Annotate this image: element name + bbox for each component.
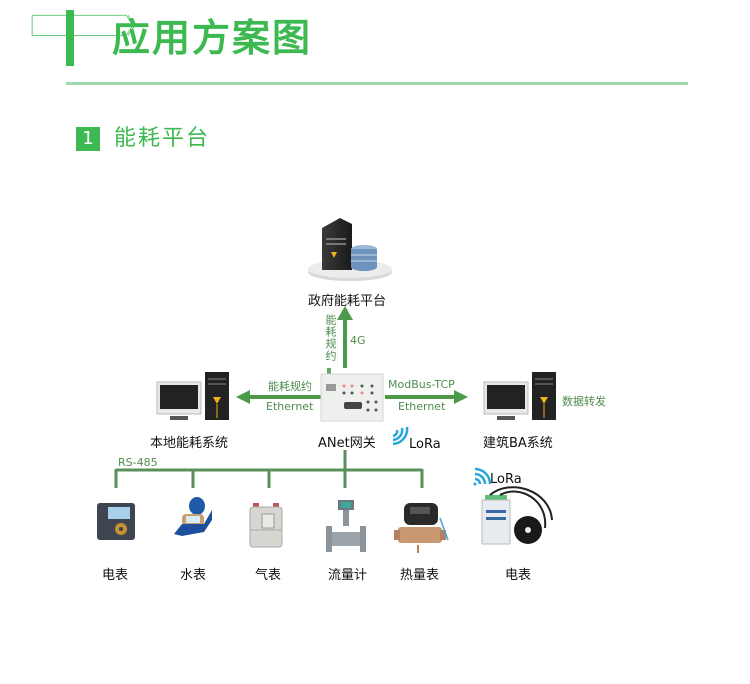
device-label: 水表 (180, 568, 207, 583)
gateway-device-icon (320, 368, 384, 422)
wireless-signal-icon (392, 426, 409, 446)
gas-meter-icon (249, 503, 283, 548)
device-label: 流量计 (328, 568, 368, 583)
gov-platform-label: 政府能耗平台 (308, 294, 387, 309)
local-desktop-icon (156, 372, 229, 420)
ba-system-label: 建筑BA系统 (483, 436, 553, 451)
title-accent-bar (66, 10, 74, 66)
ba-desktop-icon (483, 372, 556, 420)
rs485-label: RS-485 (118, 456, 158, 469)
device-label: 热量表 (400, 568, 440, 583)
electricity-meter-icon (97, 503, 135, 540)
to-ba-medium-label: Ethernet (398, 400, 446, 413)
flow-meter-icon (326, 500, 366, 552)
gateway-lora-label: LoRa (409, 437, 441, 452)
device-label: 电表 (505, 568, 532, 583)
to-local-arrow (236, 390, 322, 404)
rs485-bus (114, 450, 424, 488)
water-meter-icon (174, 497, 212, 536)
server-database-icon (308, 218, 392, 281)
section-number-badge: 1 (76, 127, 100, 151)
device-label: 电表 (102, 568, 129, 583)
to-local-protocol-label: 能耗规约 (268, 380, 312, 393)
heat-meter-icon (394, 503, 449, 553)
local-system-label: 本地能耗系统 (150, 436, 229, 451)
device-label: 气表 (255, 568, 282, 583)
header-divider (66, 82, 688, 85)
title-arrow-frame (31, 14, 136, 36)
wifi-signal-icon (473, 467, 492, 486)
to-ba-protocol-label: ModBus-TCP (388, 378, 455, 391)
to-ba-arrow (385, 390, 468, 404)
uplink-medium-label: 4G (350, 334, 366, 347)
wireless-electricity-meter-icon (481, 486, 553, 545)
to-local-medium-label: Ethernet (266, 400, 314, 413)
ba-side-note: 数据转发 (562, 395, 606, 408)
section-title: 能耗平台 (114, 126, 211, 151)
uplink-arrow (337, 306, 353, 368)
meter-lora-label: LoRa (490, 472, 522, 487)
gateway-label: ANet网关 (318, 436, 376, 451)
page-title: 应用方案图 (112, 16, 313, 60)
uplink-protocol-label: 能耗规约 (324, 314, 337, 362)
